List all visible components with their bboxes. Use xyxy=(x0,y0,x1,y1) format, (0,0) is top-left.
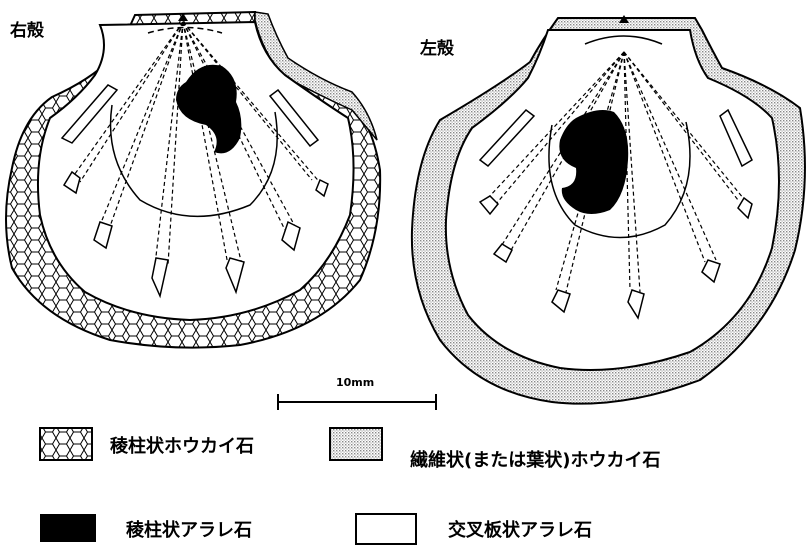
legend-swatch-prismatic-calcite xyxy=(40,428,92,460)
left-valve-label: 左殻 xyxy=(420,38,455,59)
legend-label-crossed-lamellar-aragonite: 交叉板状アラレ石 xyxy=(448,519,592,541)
legend-label-fibrous-calcite: 繊維状(または葉状)ホウカイ石 xyxy=(410,449,660,471)
legend-swatch-fibrous-calcite xyxy=(330,428,382,460)
legend-label-prismatic-calcite: 稜柱状ホウカイ石 xyxy=(110,435,254,457)
right-valve-label: 右殻 xyxy=(10,20,45,41)
legend-label-prismatic-aragonite: 稜柱状アラレ石 xyxy=(126,519,252,541)
left-valve-shell xyxy=(412,15,805,404)
right-valve-shell xyxy=(6,12,380,348)
left-valve-adductor-muscle xyxy=(559,110,628,214)
legend: 稜柱状ホウカイ石 繊維状(または葉状)ホウカイ石 稜柱状アラレ石 交叉板状アラレ… xyxy=(40,428,660,544)
legend-swatch-crossed-lamellar-aragonite xyxy=(356,514,416,544)
legend-swatch-prismatic-aragonite xyxy=(40,514,96,542)
scale-bar-label: 10mm xyxy=(336,376,374,389)
scale-bar: 10mm xyxy=(278,376,436,410)
right-valve-crossed-lamellar-body xyxy=(38,22,354,320)
